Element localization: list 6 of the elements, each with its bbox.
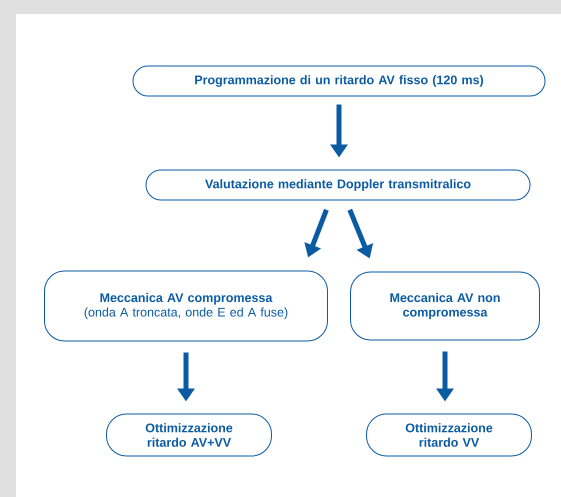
- process-box: Programmazione di un ritardo AV fisso (120 ms): [132, 66, 546, 96]
- process-box: Valutazione mediante Doppler transmitralico: [146, 170, 530, 200]
- process-box: Ottimizzazione ritardo AV+VV: [106, 414, 272, 456]
- process-box: Meccanica AV non compromessa: [350, 272, 540, 340]
- process-box: Meccanica AV compromessa (onda A troncata, onde E ed A fuse): [44, 270, 328, 342]
- process-box: Ottimizzazione ritardo VV: [366, 414, 532, 456]
